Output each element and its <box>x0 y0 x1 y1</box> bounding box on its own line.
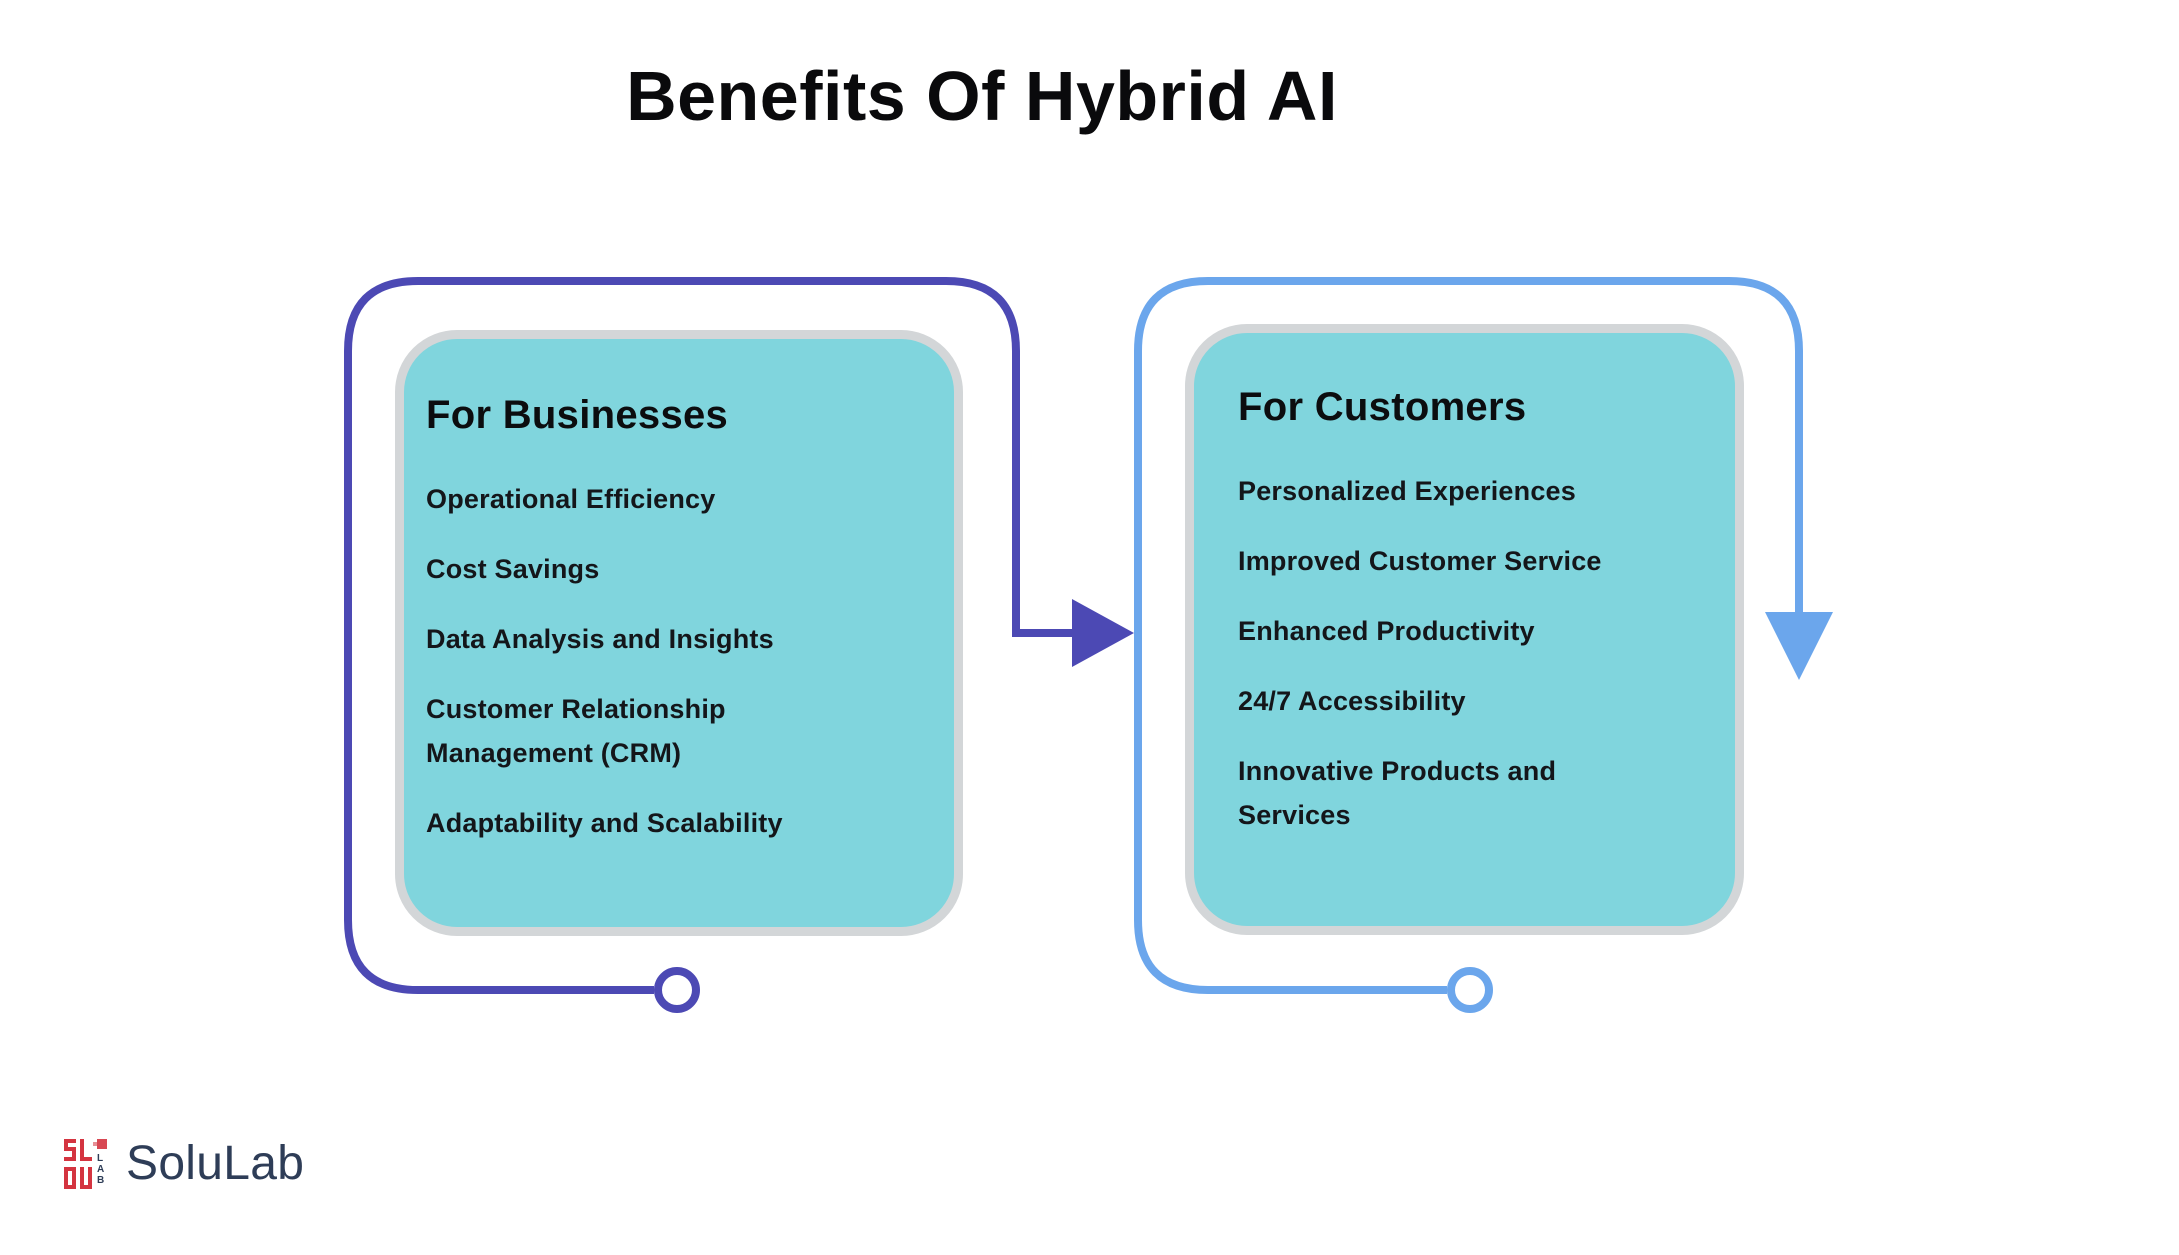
solulab-logo: L A B SoluLab <box>62 1136 304 1191</box>
flow-arrow-right-icon <box>1072 599 1134 667</box>
svg-text:L: L <box>97 1153 103 1164</box>
svg-text:B: B <box>97 1175 104 1186</box>
flow-connector-circle-businesses <box>654 967 700 1013</box>
flow-arrow-down-icon <box>1765 612 1833 680</box>
card-heading-businesses: For Businesses <box>426 393 729 437</box>
benefit-item: Customer Relationship Management (CRM) <box>426 694 726 768</box>
benefit-item: Improved Customer Service <box>1238 546 1602 576</box>
benefit-item: Cost Savings <box>426 554 600 584</box>
benefit-item: Adaptability and Scalability <box>426 808 783 838</box>
svg-text:A: A <box>97 1164 104 1175</box>
flow-connector-circle-customers <box>1447 967 1493 1013</box>
benefit-item: Operational Efficiency <box>426 484 716 514</box>
solulab-logo-mark-icon: L A B <box>64 1138 107 1189</box>
solulab-logo-text: SoluLab <box>126 1137 305 1190</box>
benefit-item: Personalized Experiences <box>1238 476 1576 506</box>
benefit-item: Enhanced Productivity <box>1238 616 1535 646</box>
card-heading-customers: For Customers <box>1238 385 1527 429</box>
card-for-customers: For Customers Personalized Experiences I… <box>1185 324 1744 935</box>
benefit-item: Innovative Products and Services <box>1238 756 1557 830</box>
benefit-item: Data Analysis and Insights <box>426 624 774 654</box>
benefit-item: 24/7 Accessibility <box>1238 686 1466 716</box>
diagram-title: Benefits Of Hybrid AI <box>626 57 1338 135</box>
card-for-businesses: For Businesses Operational Efficiency Co… <box>395 330 963 936</box>
